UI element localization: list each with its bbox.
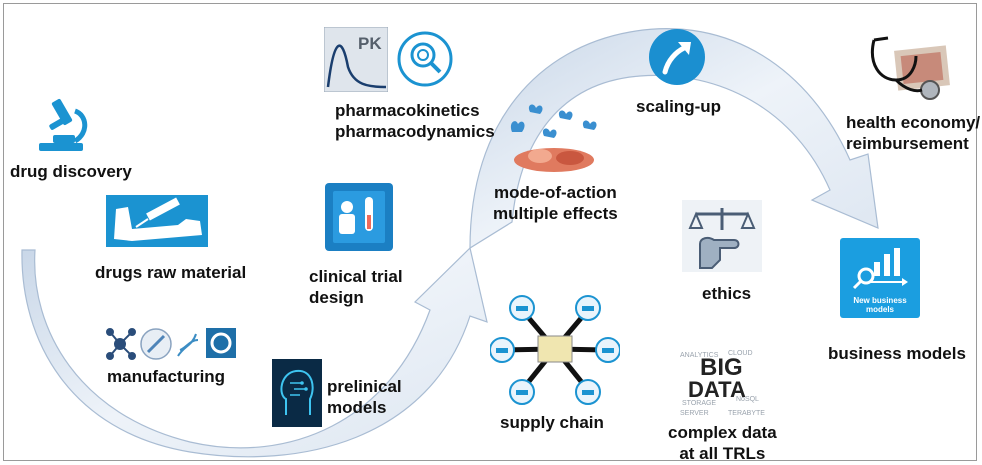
big-data-wordcloud-icon: ANALYTICS CLOUD STORAGE NoSQL SERVER TERABY… [680,350,765,417]
stethoscope-money-icon [871,36,950,100]
preclinical-line2: models [327,398,387,417]
scaling-up-label: scaling-up [636,97,722,116]
arm-injection-icon [106,195,208,247]
molecule-dna-icons [106,328,236,360]
scales-icon [682,200,762,272]
pkpd-line1: pharmacokinetics [335,101,480,120]
business-tile-line1: New business [853,296,907,305]
figure-frame [3,3,977,461]
upper-swoosh [469,28,879,250]
mode-of-action-line2: multiple effects [493,204,618,223]
arrow-up-circle-icon [649,29,705,85]
business-tile-line2: models [865,305,894,314]
svg-text:ANALYTICS: ANALYTICS [680,352,719,359]
cloud-big-text: BIG [700,354,743,381]
complex-data-line1: complex data [668,423,777,442]
svg-text:SERVER: SERVER [680,410,709,417]
business-models-label: business models [828,344,966,363]
lower-swoosh [21,246,488,458]
pk-curve-icon: PK [324,27,388,92]
magnifier-circle-icon [397,31,453,87]
svg-text:TERABYTE: TERABYTE [728,410,765,417]
cell-drops-icon [510,104,597,172]
supply-chain-label: supply chain [500,413,604,432]
clinical-trial-label: clinical trial design [309,266,403,308]
svg-text:STORAGE: STORAGE [682,400,716,407]
circuit-head-icon [272,359,322,427]
health-economy-label: health economy/ reimbursement [846,112,980,154]
mode-of-action-line1: mode-of-action [493,183,617,202]
preclinical-label: prelinical models [327,376,402,418]
cloud-data-text: DATA [688,377,746,402]
hospital-network-icon [490,295,620,405]
drugs-raw-material-label: drugs raw material [95,263,247,282]
health-economy-line2: reimbursement [846,134,969,153]
mode-of-action-label: mode-of-action multiple effects [493,182,618,224]
business-chart-glyph [852,248,908,290]
chart-search-icon: New business models [840,238,920,318]
complex-data-label: complex data at all TRLs [668,422,777,464]
microscope-icon [39,98,88,151]
manufacturing-label: manufacturing [107,367,226,386]
health-economy-line1: health economy/ [846,113,981,132]
pkpd-label: pharmacokinetics pharmacodynamics [335,100,495,142]
complex-data-line2: at all TRLs [679,444,766,463]
svg-text:NoSQL: NoSQL [736,396,759,403]
clinical-trial-line2: design [309,288,364,307]
clinical-trial-line1: clinical trial [309,267,403,286]
business-tile-caption: New business models [840,296,920,314]
pkpd-line2: pharmacodynamics [335,122,495,141]
pk-badge-text: PK [358,34,382,53]
drug-discovery-label: drug discovery [10,162,132,181]
ethics-label: ethics [702,284,752,303]
lab-test-icon [325,183,393,251]
preclinical-line1: prelinical [327,377,402,396]
svg-text:CLOUD: CLOUD [728,350,753,357]
